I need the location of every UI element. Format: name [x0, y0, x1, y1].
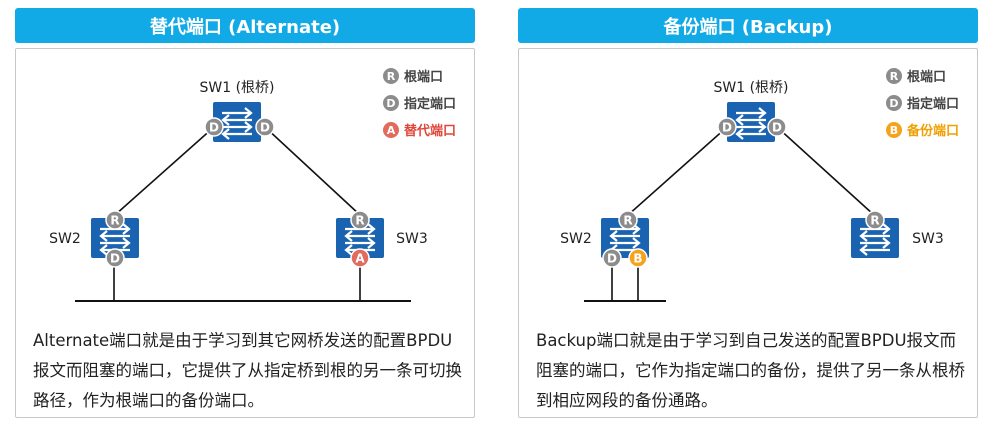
backup-description: Backup端口就是由于学习到自己发送的配置BPDU报文而阻塞的端口，它作为指定… — [536, 331, 965, 410]
alternate-panel: 替代端口 (Alternate) SW1 (根桥) — [15, 8, 475, 418]
svg-text:A: A — [387, 124, 396, 137]
sw2-bottom-right-port-badge: B — [628, 248, 648, 268]
sw2-bottom-port-badge: D — [105, 248, 125, 268]
sw2-label: SW2 — [49, 231, 81, 247]
alternate-panel-title: 替代端口 (Alternate) — [15, 8, 475, 43]
legend-alternate-port: A 替代端口 — [383, 122, 456, 139]
sw1-label: SW1 (根桥) — [199, 80, 274, 96]
backup-panel-border — [518, 48, 978, 418]
svg-text:D: D — [607, 252, 617, 266]
sw3-label: SW3 — [396, 231, 428, 247]
backup-topology-diagram: SW1 (根桥) SW2 SW3 D D R D B R — [560, 68, 959, 302]
sw1-left-port-badge: D — [717, 117, 737, 137]
svg-text:替代端口: 替代端口 — [404, 123, 456, 139]
svg-text:R: R — [870, 214, 879, 228]
svg-text:R: R — [355, 214, 364, 228]
backup-panel-title: 备份端口 (Backup) — [518, 8, 978, 43]
svg-text:A: A — [355, 252, 365, 266]
sw2-top-port-badge: R — [105, 210, 125, 230]
legend-backup-port: B 备份端口 — [886, 122, 959, 139]
link-sw1-sw2 — [114, 126, 215, 216]
legend-designated-port: D 指定端口 — [886, 95, 959, 112]
svg-text:备份端口: 备份端口 — [906, 123, 959, 139]
sw2-top-port-badge: R — [618, 210, 638, 230]
svg-text:D: D — [889, 97, 898, 110]
svg-text:D: D — [722, 121, 732, 135]
alternate-panel-border — [15, 48, 475, 418]
svg-text:D: D — [772, 121, 782, 135]
sw1-right-port-badge: D — [255, 117, 275, 137]
sw3-top-port-badge: R — [350, 210, 370, 230]
svg-text:根端口: 根端口 — [404, 69, 443, 85]
svg-text:R: R — [890, 70, 899, 83]
svg-text:R: R — [110, 214, 119, 228]
legend-root-port: R 根端口 — [886, 68, 946, 85]
sw3-label: SW3 — [912, 231, 944, 247]
svg-text:R: R — [623, 214, 632, 228]
svg-text:指定端口: 指定端口 — [404, 96, 456, 112]
link-sw1-sw3 — [264, 126, 361, 216]
svg-text:根端口: 根端口 — [907, 69, 946, 85]
svg-text:R: R — [387, 70, 396, 83]
svg-text:D: D — [386, 97, 395, 110]
sw1-left-port-badge: D — [204, 117, 224, 137]
sw3-bottom-port-badge: A — [350, 248, 370, 268]
link-sw1-sw3 — [776, 126, 875, 216]
link-sw1-sw2 — [627, 126, 728, 216]
alternate-description: Alternate端口就是由于学习到其它网桥发送的配置BPDU报文而阻塞的端口，… — [33, 331, 462, 410]
svg-text:D: D — [209, 121, 219, 135]
alternate-topology-diagram: SW1 (根桥) SW2 SW3 D D R D R A — [49, 68, 456, 302]
svg-text:B: B — [633, 252, 642, 266]
backup-panel: 备份端口 (Backup) SW1 (根桥) — [518, 8, 978, 418]
svg-text:D: D — [110, 252, 120, 266]
sw2-label: SW2 — [560, 231, 592, 247]
svg-text:D: D — [260, 121, 270, 135]
svg-text:指定端口: 指定端口 — [907, 96, 959, 112]
sw2-bottom-left-port-badge: D — [602, 248, 622, 268]
svg-text:B: B — [890, 124, 898, 137]
legend-root-port: R 根端口 — [383, 68, 443, 85]
sw1-label: SW1 (根桥) — [713, 80, 788, 96]
legend-designated-port: D 指定端口 — [383, 95, 456, 112]
sw1-right-port-badge: D — [767, 117, 787, 137]
sw3-top-port-badge: R — [865, 210, 885, 230]
